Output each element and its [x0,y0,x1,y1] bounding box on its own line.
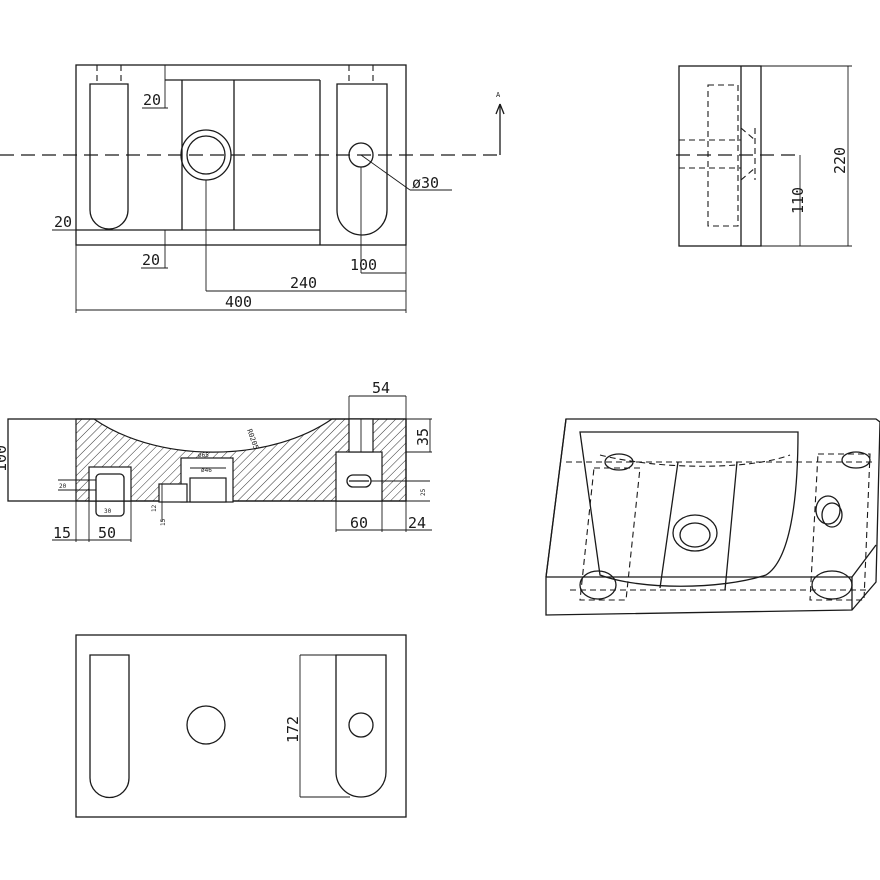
dim-400: 400 [225,293,252,311]
iso-tap-hole-b [821,502,843,528]
iso-top-left-edge [545,418,567,578]
dim-50: 50 [98,524,116,542]
dim-54: 54 [372,379,390,397]
section-marker-arrow-a [495,103,501,115]
dim-20-bottom: 20 [142,251,160,269]
section-view: ø65 ø46 12 15 R0205 20 30 15 50 100 54 [0,379,432,542]
iso-drain-groove-b [724,461,738,591]
iso-top-right-edge [851,544,877,578]
isometric-view [545,418,880,616]
bottom-view: 172 [75,634,407,818]
side-view-hidden-drain-b [740,167,756,181]
section-marker-arrow-b [499,103,505,115]
dim-small-20: 20 [59,483,67,490]
dim-small-46: ø46 [201,467,212,474]
top-view-left-slot [89,83,129,230]
bottom-view-left-slot [89,654,130,799]
bottom-view-tap-hole [348,712,374,738]
iso-drain-groove-a [659,461,679,589]
section-tap-block [335,451,383,502]
dim-220: 220 [831,147,849,174]
section-drain-outlet [189,477,227,503]
section-view-hatched-body [75,418,407,502]
dim-small-12: 12 [151,504,158,512]
iso-right-slot-top [841,451,871,469]
bottom-view-outline [75,634,407,818]
section-small-recess [158,483,188,503]
side-view-outline [678,65,762,247]
section-left-slot-inner [95,473,125,517]
section-marker-label: A [496,91,501,99]
iso-basin-inner [599,454,791,467]
dim-small-30: 30 [104,508,112,515]
iso-drain-inner [679,522,711,548]
dim-172: 172 [284,716,302,743]
iso-basin-rim [579,431,799,587]
dim-20-top: 20 [143,91,161,109]
iso-left-slot-hidden [579,467,641,601]
iso-left-slot-top [604,453,634,471]
dim-15: 15 [53,524,71,542]
iso-right-slot-bottom [811,570,853,600]
dim-240: 240 [290,274,317,292]
section-left-slot [88,466,132,502]
dim-100: 100 [350,256,377,274]
dim-60: 60 [350,514,368,532]
dim-100-left: 100 [0,445,10,472]
iso-left-slot-bottom [579,570,617,600]
dim-24: 24 [408,514,426,532]
dim-hole-diameter: ø30 [412,174,439,192]
top-view-right-slot [336,83,388,236]
dim-radius-label: R0205 [245,428,260,451]
dim-small-25: 25 [420,488,427,496]
dim-leader [360,154,411,191]
side-view-hidden-drain-a [740,127,756,141]
dim-small-15: 15 [160,518,167,526]
bottom-view-right-slot [335,654,387,798]
dim-35: 35 [414,428,432,446]
top-view: A 20 20 20 ø30 100 240 400 [0,64,505,313]
dim-110: 110 [789,187,807,214]
iso-right-slot-hidden [809,453,871,601]
iso-tap-hole-a [815,495,841,525]
top-view-drain-inner [186,135,226,175]
bottom-view-drain [186,705,226,745]
iso-drain-outer [672,514,718,552]
dim-small-65: ø65 [198,452,209,459]
dim-20-left: 20 [54,213,72,231]
side-view: 220 110 [676,65,852,247]
